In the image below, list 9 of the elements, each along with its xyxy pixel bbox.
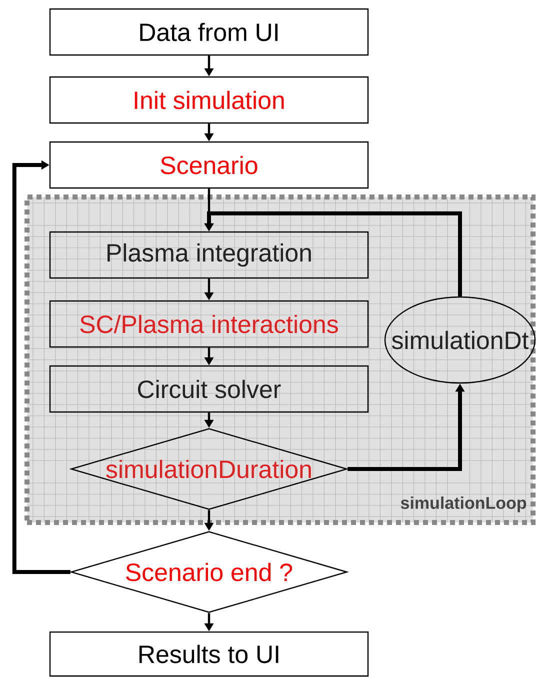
arrow	[12, 160, 70, 574]
ellipse-node: simulationDt	[384, 296, 536, 384]
process-box: Results to UI	[49, 631, 369, 677]
process-box: Circuit solver	[49, 365, 369, 413]
process-box: Scenario	[49, 141, 369, 189]
process-box: Data from UI	[49, 8, 369, 56]
process-box: Init simulation	[49, 76, 369, 124]
process-box: SC/Plasma interactions	[49, 300, 369, 348]
process-box: Plasma integration	[49, 231, 369, 279]
